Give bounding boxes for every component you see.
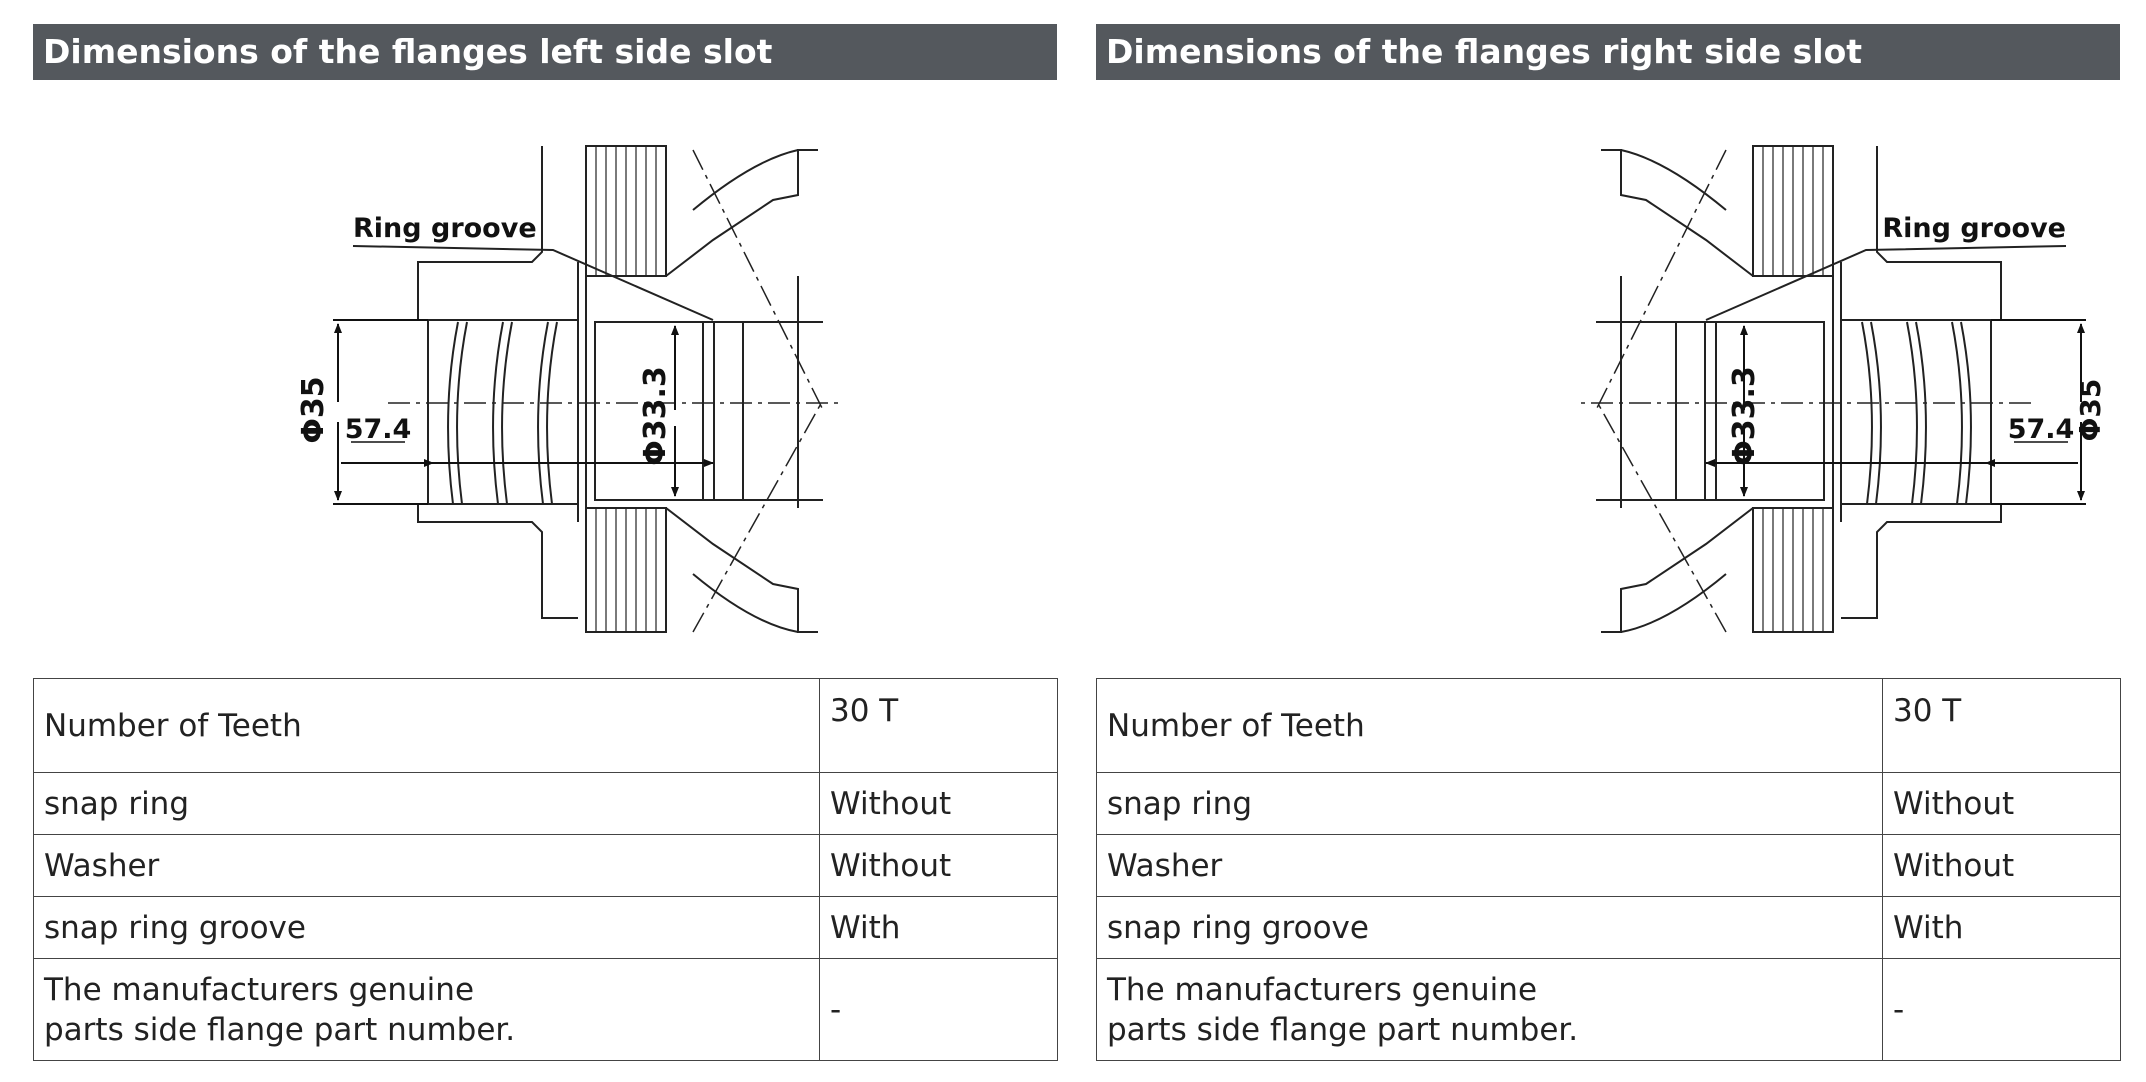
left-flange-diagram: Ring groove Φ35 Φ33.3 57.4 — [296, 145, 838, 633]
table-row: snap ring groove With — [1096, 896, 2121, 959]
left-dim-length: 57.4 — [345, 414, 412, 445]
row-label-part-number-line1: The manufacturers genuine — [44, 971, 475, 1008]
left-dim-inner-diameter: Φ33.3 — [638, 366, 673, 466]
left-slot-title: Dimensions of the flanges left side slot — [33, 24, 1057, 80]
row-label-snap-ring: snap ring — [33, 772, 820, 835]
row-value-teeth: 30 T — [819, 678, 1058, 773]
row-label-teeth: Number of Teeth — [1096, 678, 1883, 773]
row-value-washer: Without — [819, 834, 1058, 897]
table-row: Number of Teeth 30 T — [33, 678, 1058, 773]
left-spec-table: Number of Teeth 30 T snap ring Without W… — [33, 678, 1058, 1061]
row-value-teeth: 30 T — [1882, 678, 2121, 773]
row-label-part-number-line2: parts side flange part number. — [44, 1011, 516, 1048]
table-row: The manufacturers genuine parts side fla… — [1096, 958, 2121, 1061]
right-gear-teeth — [1762, 146, 1824, 632]
left-slot-panel: Dimensions of the flanges left side slot — [33, 24, 1058, 1061]
left-flange-drawing: Ring groove Φ35 Φ33.3 57.4 — [33, 110, 1057, 670]
right-dim-length: 57.4 — [2008, 414, 2075, 445]
left-ring-groove-label: Ring groove — [353, 213, 537, 244]
row-value-part-number: - — [1882, 958, 2121, 1061]
right-flange-drawing: Ring groove Φ35 Φ33.3 57.4 — [1096, 110, 2120, 670]
right-slot-panel: Dimensions of the flanges right side slo… — [1096, 24, 2121, 1061]
right-ring-groove-label: Ring groove — [1882, 213, 2066, 244]
table-row: Washer Without — [33, 834, 1058, 897]
table-row: Washer Without — [1096, 834, 2121, 897]
right-dim-inner-diameter: Φ33.3 — [1727, 366, 1762, 466]
left-gear-teeth — [595, 146, 657, 632]
row-label-part-number-line1: The manufacturers genuine — [1107, 971, 1538, 1008]
table-row: snap ring Without — [1096, 772, 2121, 835]
row-label-snap-ring-groove: snap ring groove — [1096, 896, 1883, 959]
row-value-snap-ring: Without — [819, 772, 1058, 835]
row-value-part-number: - — [819, 958, 1058, 1061]
right-spec-table: Number of Teeth 30 T snap ring Without W… — [1096, 678, 2121, 1061]
right-flange-diagram: Ring groove Φ35 Φ33.3 57.4 — [1581, 145, 2107, 633]
table-row: The manufacturers genuine parts side fla… — [33, 958, 1058, 1061]
row-label-part-number-line2: parts side flange part number. — [1107, 1011, 1579, 1048]
left-dimension-lines — [333, 319, 714, 505]
row-label-part-number: The manufacturers genuine parts side fla… — [1096, 958, 1883, 1061]
row-label-snap-ring: snap ring — [1096, 772, 1883, 835]
table-row: snap ring Without — [33, 772, 1058, 835]
row-label-washer: Washer — [33, 834, 820, 897]
row-value-snap-ring: Without — [1882, 772, 2121, 835]
row-label-washer: Washer — [1096, 834, 1883, 897]
row-label-snap-ring-groove: snap ring groove — [33, 896, 820, 959]
left-dim-outer-diameter: Φ35 — [296, 376, 331, 443]
row-value-snap-ring-groove: With — [819, 896, 1058, 959]
row-value-snap-ring-groove: With — [1882, 896, 2121, 959]
right-dimension-lines — [1705, 319, 2086, 505]
row-label-part-number: The manufacturers genuine parts side fla… — [33, 958, 820, 1061]
row-value-washer: Without — [1882, 834, 2121, 897]
right-center-lines — [1581, 149, 2031, 633]
table-row: snap ring groove With — [33, 896, 1058, 959]
left-center-lines — [388, 149, 838, 633]
row-label-teeth: Number of Teeth — [33, 678, 820, 773]
table-row: Number of Teeth 30 T — [1096, 678, 2121, 773]
right-slot-title: Dimensions of the flanges right side slo… — [1096, 24, 2120, 80]
right-dim-outer-diameter: Φ35 — [2074, 379, 2107, 442]
